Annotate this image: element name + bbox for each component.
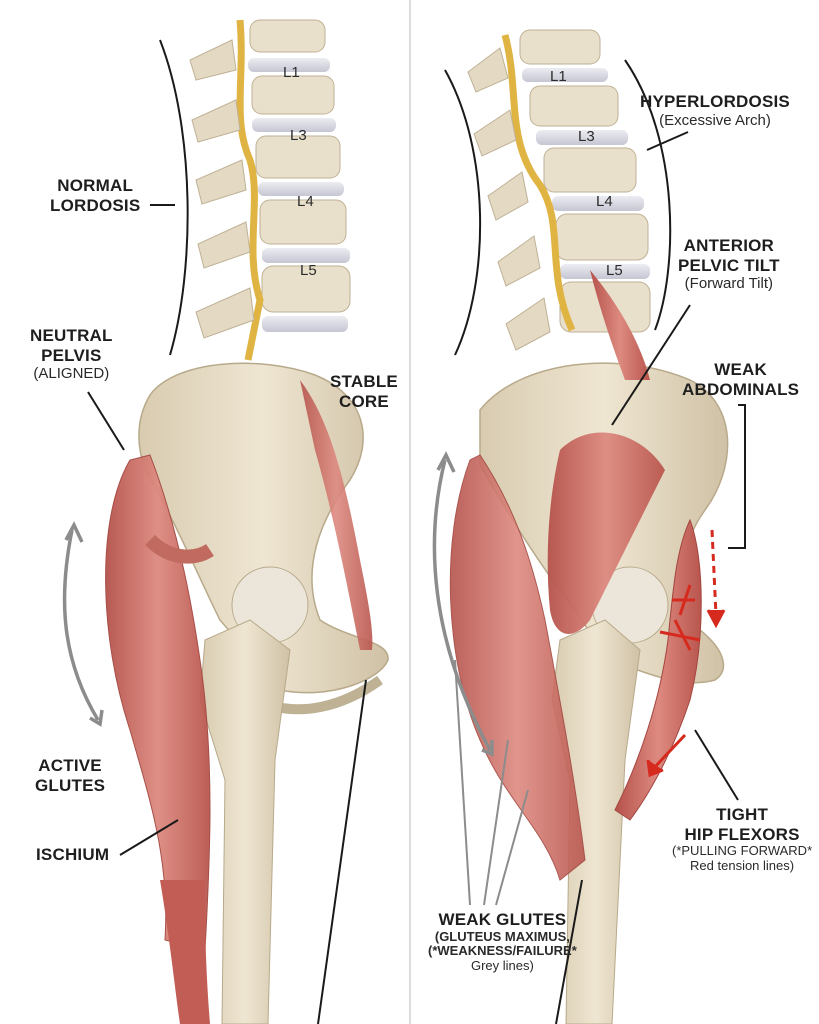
left-disc: [262, 316, 348, 332]
label-stable-core: STABLE CORE: [330, 372, 398, 411]
left-vertebra-l4-label: L4: [297, 193, 314, 210]
right-vertebra-l5-label: L5: [606, 262, 623, 279]
right-annotations: [444, 59, 746, 1024]
right-process: [467, 47, 509, 93]
left-psoas: [300, 380, 373, 650]
right-anatomy: [449, 29, 729, 1024]
anterior-tilt-pointer: [611, 304, 691, 426]
right-disc: [552, 196, 644, 211]
left-process: [195, 287, 255, 339]
active-glutes-arrow-head-top: [64, 521, 84, 543]
right-vertebra-body: [543, 147, 637, 193]
right-process: [473, 109, 517, 157]
weak-glutes-arrow-head-top: [436, 451, 456, 473]
tension-tick: [659, 630, 701, 642]
label-ischium: ISCHIUM: [36, 845, 110, 864]
left-nerve: [236, 19, 264, 361]
label-weak-abdominals: WEAK ABDOMINALS: [682, 360, 800, 399]
weak-glutes-grey-line: [454, 659, 471, 906]
tension-tick: [673, 619, 692, 651]
label-neutral-pelvis: NEUTRAL PELVIS (ALIGNED): [30, 326, 113, 383]
active-glutes-arrow-head-bottom: [89, 709, 104, 727]
left-vertebra-l5-label: L5: [300, 262, 317, 279]
left-vertebra-body: [261, 265, 351, 313]
left-femur: [199, 619, 291, 1024]
left-disc: [258, 182, 344, 196]
tension-pull-line: [650, 733, 687, 772]
weak-glutes-grey-lines: [454, 659, 529, 906]
left-annotations: [87, 39, 367, 1024]
label-weak-glutes: WEAK GLUTES (GLUTEUS MAXIMUS, (*WEAKNESS…: [428, 910, 577, 974]
label-normal-lordosis: NORMAL LORDOSIS: [50, 176, 141, 215]
right-vertebra-l3-label: L3: [578, 128, 595, 145]
active-glutes-arrow: [62, 529, 100, 721]
tension-arrow-head: [706, 609, 726, 629]
tight-hip-flexors-pointer: [694, 729, 739, 801]
left-disc: [262, 248, 350, 263]
left-vertebra-l1-label: L1: [283, 64, 300, 81]
left-process: [195, 159, 247, 205]
right-vertebra-l4-label: L4: [596, 193, 613, 210]
right-nerve: [501, 34, 576, 332]
right-vertebra-body: [555, 213, 649, 261]
label-active-glutes: ACTIVE GLUTES: [35, 756, 106, 795]
weak-glutes-arrow: [432, 459, 492, 751]
right-process: [505, 297, 551, 351]
left-spine: [189, 19, 351, 361]
tension-pull-arrow-head: [646, 759, 664, 778]
right-tfl-muscle: [547, 432, 665, 634]
left-vertebra-body: [259, 199, 347, 245]
left-process: [191, 99, 241, 143]
normal-lordosis-curve: [159, 39, 189, 356]
left-vertebra-body: [255, 135, 341, 179]
right-vertebra-l1-label: L1: [550, 68, 567, 85]
left-deep-muscle: [145, 534, 214, 564]
weak-glutes-grey-line: [483, 739, 509, 906]
label-hyperlordosis: HYPERLORDOSIS (Excessive Arch): [640, 92, 790, 129]
left-disc: [252, 118, 336, 132]
weak-glutes-grey-line: [495, 789, 529, 906]
left-hamstring: [160, 880, 210, 1024]
hyperlordosis-pointer: [646, 131, 689, 151]
left-process: [189, 39, 237, 81]
left-vertebra-body: [249, 19, 326, 53]
left-process: [197, 221, 251, 269]
right-vertebra-body: [519, 29, 601, 65]
left-anatomy: [105, 19, 389, 1024]
left-disc: [248, 58, 330, 72]
label-tight-hip-flexors: TIGHT HIP FLEXORS (*PULLING FORWARD* Red…: [672, 805, 813, 874]
ischium-pointer: [119, 819, 179, 856]
weak-glutes-arrow-head-bottom: [481, 740, 494, 757]
right-glute-muscle: [449, 454, 586, 881]
left-vertebra-body: [251, 75, 335, 115]
right-vertebra-body: [529, 85, 619, 127]
left-vertebra-l3-label: L3: [290, 127, 307, 144]
right-hip-flexor: [614, 518, 702, 821]
label-anterior-pelvic-tilt: ANTERIOR PELVIC TILT (Forward Tilt): [678, 236, 780, 293]
right-process: [487, 171, 529, 221]
right-back-curve: [444, 69, 482, 356]
right-disc: [536, 130, 628, 145]
right-disc: [522, 68, 608, 82]
bottom-pointer-left: [317, 679, 367, 1024]
right-process: [497, 235, 541, 287]
weak-abdominals-bracket: [728, 404, 746, 549]
hyperlordosis-curve: [624, 59, 672, 331]
right-psoas-upper: [590, 270, 650, 380]
neutral-pelvis-pointer: [87, 391, 125, 451]
red-tension-lines: [646, 529, 726, 778]
right-disc: [560, 264, 650, 279]
bottom-pointer-right: [555, 879, 583, 1024]
tension-dashed-line: [710, 529, 718, 616]
